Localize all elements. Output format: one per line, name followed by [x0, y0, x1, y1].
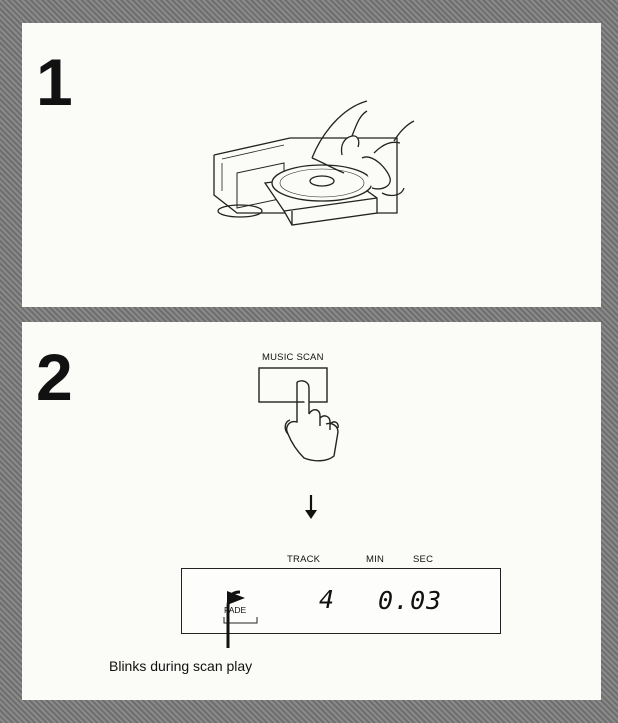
music-scan-label: MUSIC SCAN	[262, 352, 324, 363]
step-1-number: 1	[36, 45, 73, 119]
track-number-readout: 4	[319, 585, 336, 614]
time-readout: 0.03	[378, 586, 443, 615]
min-label: MIN	[366, 554, 385, 565]
step-2-panel: 2 MUSIC SCAN TRACK MIN SEC FADE 4 0.03 B…	[22, 322, 601, 700]
track-label: TRACK	[287, 554, 321, 565]
down-arrow-icon	[305, 495, 317, 519]
finger-press-icon	[258, 367, 339, 462]
fade-indicator-label: FADE	[224, 605, 247, 615]
step-2-number: 2	[36, 340, 73, 414]
sec-label: SEC	[413, 554, 434, 565]
callout-line	[226, 590, 241, 648]
cd-tray-illustration	[213, 100, 415, 226]
fade-bracket	[223, 617, 258, 624]
step-1-panel: 1	[22, 23, 601, 307]
callout-caption: Blinks during scan play	[109, 658, 253, 674]
